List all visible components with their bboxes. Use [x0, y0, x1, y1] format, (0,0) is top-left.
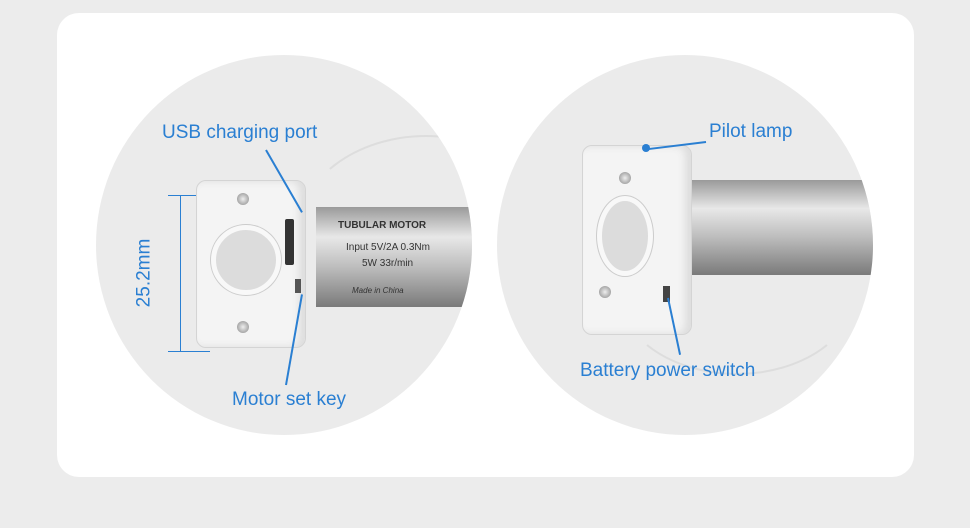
dimension-tick-top: [168, 195, 196, 196]
dimension-line: [180, 195, 181, 351]
right-photo-circle: [497, 55, 873, 435]
motor-spec-2: 5W 33r/min: [362, 258, 414, 269]
usb-charging-port-label: USB charging port: [162, 122, 318, 143]
shaft-hole: [597, 196, 653, 276]
motor-tube: TUBULAR MOTOR Input 5V/2A 0.3Nm 5W 33r/m…: [316, 207, 472, 307]
dimension-label: 25.2mm: [133, 238, 155, 308]
shaft-hole: [211, 225, 281, 295]
power-switch: [663, 286, 670, 302]
motor-head: [582, 145, 692, 335]
usb-port: [285, 219, 294, 265]
motor-set-key-label: Motor set key: [232, 389, 347, 410]
pilot-lamp-label: Pilot lamp: [709, 121, 793, 142]
screw-icon: [237, 193, 249, 205]
set-key: [295, 279, 301, 293]
lamp-dot: [642, 144, 650, 152]
dimension-tick-bottom: [168, 351, 210, 352]
screw-icon: [599, 286, 611, 298]
motor-spec-1: Input 5V/2A 0.3Nm: [346, 242, 430, 253]
screw-icon: [237, 321, 249, 333]
screw-icon: [619, 172, 631, 184]
cable: [617, 205, 857, 375]
left-photo-circle: TUBULAR MOTOR Input 5V/2A 0.3Nm 5W 33r/m…: [96, 55, 472, 435]
motor-title: TUBULAR MOTOR: [338, 220, 427, 231]
battery-power-switch-label: Battery power switch: [580, 360, 756, 381]
motor-head: [196, 180, 306, 348]
motor-origin: Made in China: [352, 286, 404, 295]
